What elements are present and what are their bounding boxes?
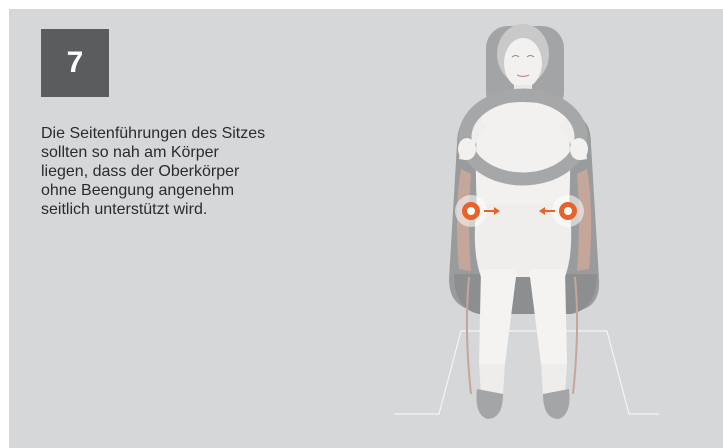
seat-illustration	[9, 9, 723, 448]
side-bolster-indicator-icon	[455, 195, 487, 227]
side-bolster-indicator-icon	[552, 195, 584, 227]
instruction-panel: 7 Die Seitenführungen des Sitzes sollten…	[9, 9, 723, 448]
floor-outline-icon	[394, 331, 659, 414]
